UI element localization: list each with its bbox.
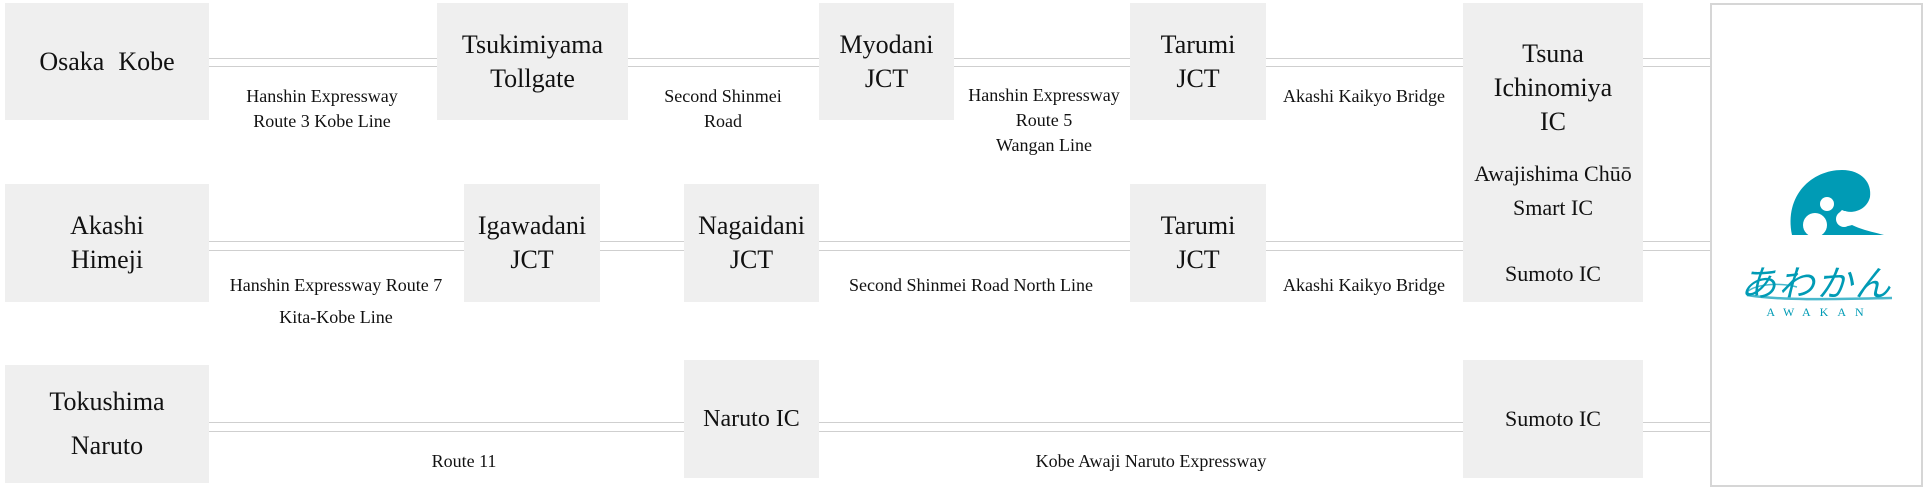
road-label-line: Road (704, 111, 742, 131)
origin-tokushima-naruto: Tokushima Naruto (5, 365, 209, 483)
road-label: Kobe Awaji Naruto Expressway (1036, 449, 1267, 474)
node-label: Sumoto IC (1505, 406, 1601, 431)
road-label-line: Wangan Line (995, 135, 1093, 155)
exit-label: Ichinomiya (1493, 73, 1613, 102)
origin-akashi-himeji: Akashi Himeji (5, 184, 209, 302)
node-tarumi-jct-2: Tarumi JCT (1130, 184, 1266, 302)
road-label: Akashi Kaikyo Bridge (1283, 84, 1445, 109)
node-label: JCT (864, 63, 909, 93)
node-label: JCT (1176, 245, 1220, 274)
node-label: Nagaidani (698, 211, 805, 240)
route-line-row3 (205, 431, 1711, 432)
road-label-line: Akashi Kaikyo Bridge (1283, 275, 1445, 295)
node-label: Tarumi (1160, 29, 1236, 59)
route-line-row2 (205, 250, 1711, 251)
road-label: Akashi Kaikyo Bridge (1283, 269, 1445, 301)
road-label: Hanshin Expressway Route 5 Wangan Line (968, 83, 1119, 158)
road-label: Hanshin Expressway Route 7 Kita-Kobe Lin… (230, 269, 442, 333)
awaji-exits-box: Tsuna Ichinomiya IC Awajishima Chūō Smar… (1463, 3, 1643, 302)
exit-label: IC (1540, 107, 1566, 136)
node-igawadani-jct: Igawadani JCT (464, 184, 600, 302)
node-myodani-jct: Myodani JCT (819, 3, 954, 120)
origin-label: Kobe (118, 46, 175, 76)
node-label: JCT (729, 245, 774, 274)
node-label: Myodani (839, 29, 934, 59)
node-label: JCT (1176, 63, 1220, 93)
exit-label: Tsuna (1522, 39, 1584, 68)
origin-osaka-kobe-label: Osaka Kobe (5, 3, 209, 120)
road-label-line: Kita-Kobe Line (279, 307, 393, 327)
route-line-row2 (205, 241, 1711, 242)
road-label-line: Route 11 (431, 451, 497, 471)
node-label: Tollgate (490, 63, 575, 93)
node-tsukimiyama-tollgate: Tsukimiyama Tollgate (437, 3, 628, 120)
origin-osaka-kobe: Osaka (5, 3, 209, 120)
route-line-row1 (205, 66, 1711, 67)
road-label: Second Shinmei Road (664, 84, 782, 134)
node-naruto-ic: Naruto IC (684, 360, 819, 478)
road-label-line: Second Shinmei Road North Line (849, 275, 1093, 295)
route-line-row1 (205, 58, 1711, 59)
road-label: Route 11 (432, 449, 497, 474)
road-label-line: Route 5 (1015, 110, 1073, 130)
road-label-line: Kobe Awaji Naruto Expressway (1035, 451, 1267, 471)
origin-label: Naruto (70, 431, 144, 460)
logo-name: AWAKAN (1766, 305, 1873, 319)
road-label-line: Hanshin Expressway Route 7 (229, 275, 443, 295)
logo-kana: あわかん (1740, 264, 1893, 304)
exit-label: Awajishima Chūō (1474, 161, 1632, 186)
node-nagaidani-jct: Nagaidani JCT (684, 184, 819, 302)
road-label-line: Akashi Kaikyo Bridge (1283, 86, 1445, 106)
route-line-row3 (205, 422, 1711, 423)
node-label: JCT (510, 245, 554, 274)
node-label: Tarumi (1160, 211, 1236, 240)
road-label: Second Shinmei Road North Line (849, 269, 1093, 301)
node-label: Naruto IC (703, 406, 800, 432)
node-label: Tsukimiyama (461, 29, 604, 59)
exit-label: Smart IC (1512, 195, 1594, 220)
exit-label: Sumoto IC (1505, 261, 1601, 286)
awakan-logo-panel: あわかん AWAKAN (1710, 3, 1923, 487)
road-label: Hanshin Expressway Route 3 Kobe Line (246, 84, 397, 134)
origin-label: Tokushima (49, 387, 165, 416)
node-sumoto-ic: Sumoto IC (1463, 360, 1643, 478)
node-label: Igawadani (477, 211, 587, 240)
origin-label: Himeji (70, 245, 144, 274)
road-label-line: Hanshin Expressway (246, 86, 398, 106)
road-label-line: Hanshin Expressway (968, 85, 1120, 105)
awakan-wave-logo-icon (1746, 170, 1893, 301)
origin-label: Akashi (70, 211, 144, 240)
origin-label: Osaka (39, 46, 105, 76)
road-label-line: Second Shinmei (664, 86, 782, 106)
node-tarumi-jct: Tarumi JCT (1130, 3, 1266, 120)
road-label-line: Route 3 Kobe Line (253, 111, 391, 131)
